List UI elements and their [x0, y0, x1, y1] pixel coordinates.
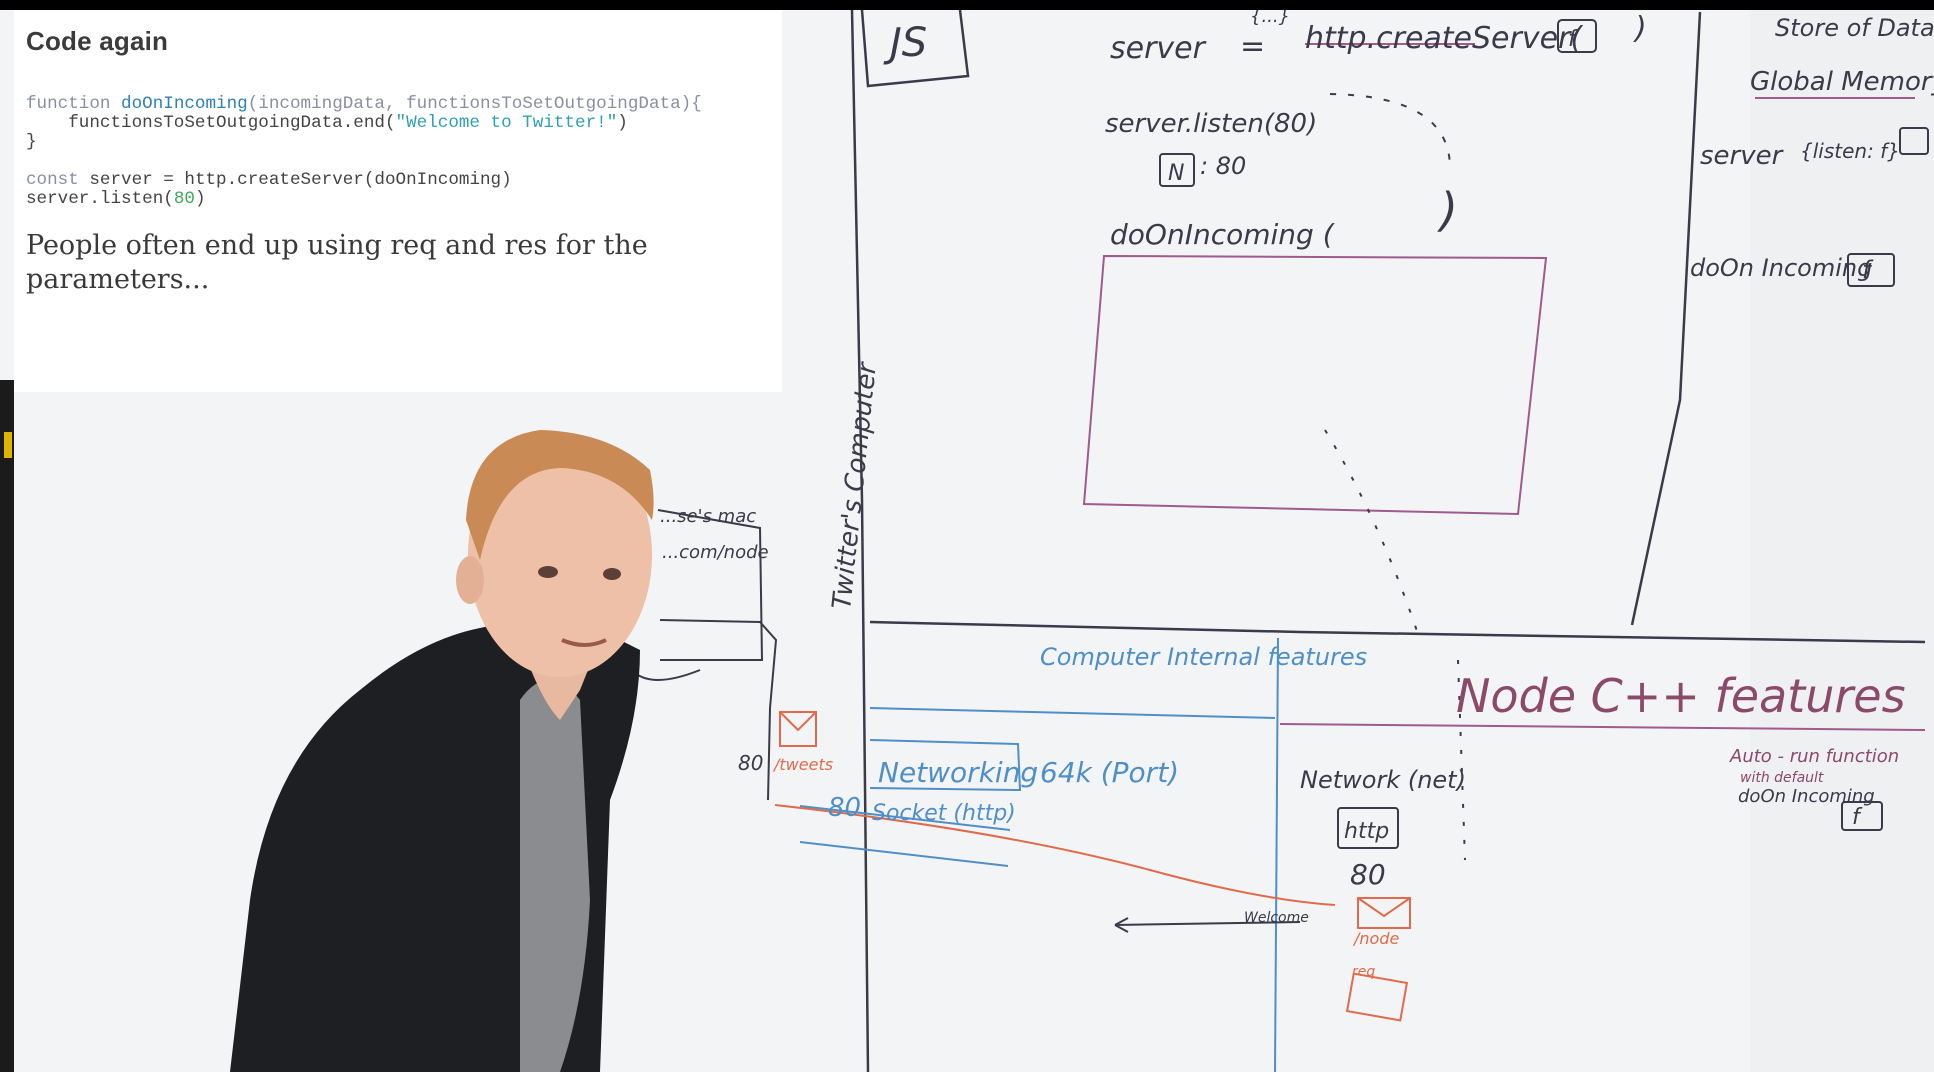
request-arrow	[774, 804, 1336, 906]
port-80-label: 80	[828, 793, 861, 823]
server-assign-label: server	[1110, 31, 1207, 66]
bottom-f-label: f	[1852, 805, 1863, 830]
code-port-number: 80	[173, 189, 195, 209]
f-box-memory	[1847, 253, 1895, 287]
presenter	[230, 430, 654, 1072]
f-box-create-server	[1557, 19, 1597, 53]
code-param-2: functionsToSetOutgoingData	[406, 94, 681, 114]
code-create-server: server = http.createServer(doOnIncoming)	[89, 170, 512, 190]
slide-note: People often end up using req and res fo…	[26, 230, 648, 295]
node-cpp-features-label: Node C++ features	[1456, 669, 1906, 723]
left-edge-marker	[4, 432, 12, 458]
execution-context-box	[1082, 254, 1548, 516]
equals-label: =	[1240, 29, 1265, 64]
code-block: function doOnIncoming(incomingData, func…	[26, 95, 782, 209]
small-req-label: req	[1352, 964, 1375, 980]
computer-boundary-line	[850, 9, 870, 1072]
message-icon-bottom	[1345, 972, 1409, 1022]
left-message-label: /tweets	[772, 755, 833, 774]
code-slide-overlay: Code again function doOnIncoming(incomin…	[14, 10, 782, 392]
left-80-label: 80	[738, 751, 763, 775]
create-server-label: http.createServer(	[1305, 21, 1583, 56]
code-end-call: functionsToSetOutgoingData.end(	[26, 113, 396, 133]
global-memory-label: Global Memory	[1750, 67, 1934, 97]
memory-server-value: {listen: f}	[1800, 139, 1900, 163]
top-letterbox	[0, 0, 1934, 10]
code-close-paren: )	[617, 113, 628, 133]
memory-do-on-incoming-label: doOn Incoming	[1690, 254, 1872, 282]
code-line-4: const server = http.createServer(doOnInc…	[26, 171, 782, 190]
http-box-label: http	[1344, 819, 1389, 844]
presenter-hair	[466, 430, 654, 560]
server-listen-label: server.listen(80)	[1105, 109, 1317, 139]
n-box-label: N	[1168, 161, 1184, 186]
code-line-1: function doOnIncoming(incomingData, func…	[26, 95, 782, 114]
incoming-message-icon	[1357, 897, 1411, 929]
incoming-message-label: /node	[1352, 929, 1399, 948]
code-keyword: function	[26, 94, 122, 114]
arrow-label: Welcome	[1244, 910, 1309, 926]
create-server-arg: f	[1568, 27, 1579, 52]
left-note-label: ...se's mac	[660, 506, 756, 527]
networking-label: Networking	[878, 756, 1038, 789]
code-listen-call: server.listen(	[26, 189, 174, 209]
code-line-3: }	[26, 132, 37, 152]
red-lines	[774, 711, 1411, 1022]
left-edge-bar	[0, 380, 14, 1072]
presenter-ear	[456, 556, 484, 604]
presenter-shirt	[520, 680, 590, 1072]
bottom-do-on-incoming-label: doOn Incoming	[1738, 786, 1875, 807]
store-of-data-label: Store of Data	[1775, 14, 1934, 42]
code-paren: (	[247, 94, 259, 114]
board-frame-lines	[850, 9, 1926, 1072]
internal-features-divider	[1274, 637, 1279, 1072]
do-on-incoming-call: doOnIncoming (	[1110, 218, 1335, 251]
left-browser-box	[657, 509, 764, 661]
f-box-bottom	[1841, 801, 1883, 831]
memory-divider-line	[1630, 11, 1702, 626]
code-paren-brace: ){	[680, 94, 702, 114]
http-box	[1337, 807, 1399, 849]
js-label: JS	[883, 20, 927, 66]
n-port-label: : 80	[1200, 152, 1246, 180]
board-shade	[1750, 0, 1934, 1072]
presenter-head	[468, 433, 652, 677]
auto-run-sub-label: with default	[1740, 770, 1824, 786]
code-line-5: server.listen(80)	[26, 190, 782, 209]
code-param-1: incomingData	[258, 94, 385, 114]
computer-internal-features-label: Computer Internal features	[1040, 643, 1367, 671]
presenter-mouth	[561, 638, 607, 647]
auto-run-label: Auto - run function	[1729, 746, 1899, 767]
horizontal-divider-line	[869, 620, 1926, 644]
code-const-keyword: const	[26, 170, 90, 190]
presenter-eye-left	[538, 566, 558, 578]
code-comma: ,	[385, 94, 407, 114]
ports-label: 64k (Port)	[1040, 756, 1179, 789]
slide-title: Code again	[26, 26, 169, 56]
code-function-name: doOnIncoming	[121, 94, 248, 114]
memory-server-label: server	[1700, 141, 1785, 171]
braces-label: {...}	[1250, 6, 1290, 27]
response-arrow-line	[1114, 921, 1301, 926]
purple-lines	[1082, 43, 1926, 731]
code-listen-close: )	[194, 189, 206, 209]
network-net-label: Network (net)	[1300, 766, 1466, 794]
node-features-underline	[1279, 723, 1926, 731]
presenter-eye-right	[603, 568, 621, 580]
socket-http-label: Socket (http)	[872, 801, 1016, 826]
do-on-incoming-close: )	[1437, 183, 1458, 237]
code-string: "Welcome to Twitter!"	[395, 113, 618, 133]
left-url-label: ...com/node	[662, 542, 769, 563]
node-port-label: 80	[1350, 858, 1386, 891]
code-line-2: functionsToSetOutgoingData.end("Welcome …	[26, 114, 782, 133]
blue-lines	[799, 637, 1279, 1072]
n-box	[1159, 153, 1195, 187]
close-paren: )	[1633, 11, 1647, 46]
left-message-icon	[779, 711, 817, 747]
code-gap	[26, 152, 782, 171]
js-box	[860, 9, 970, 88]
